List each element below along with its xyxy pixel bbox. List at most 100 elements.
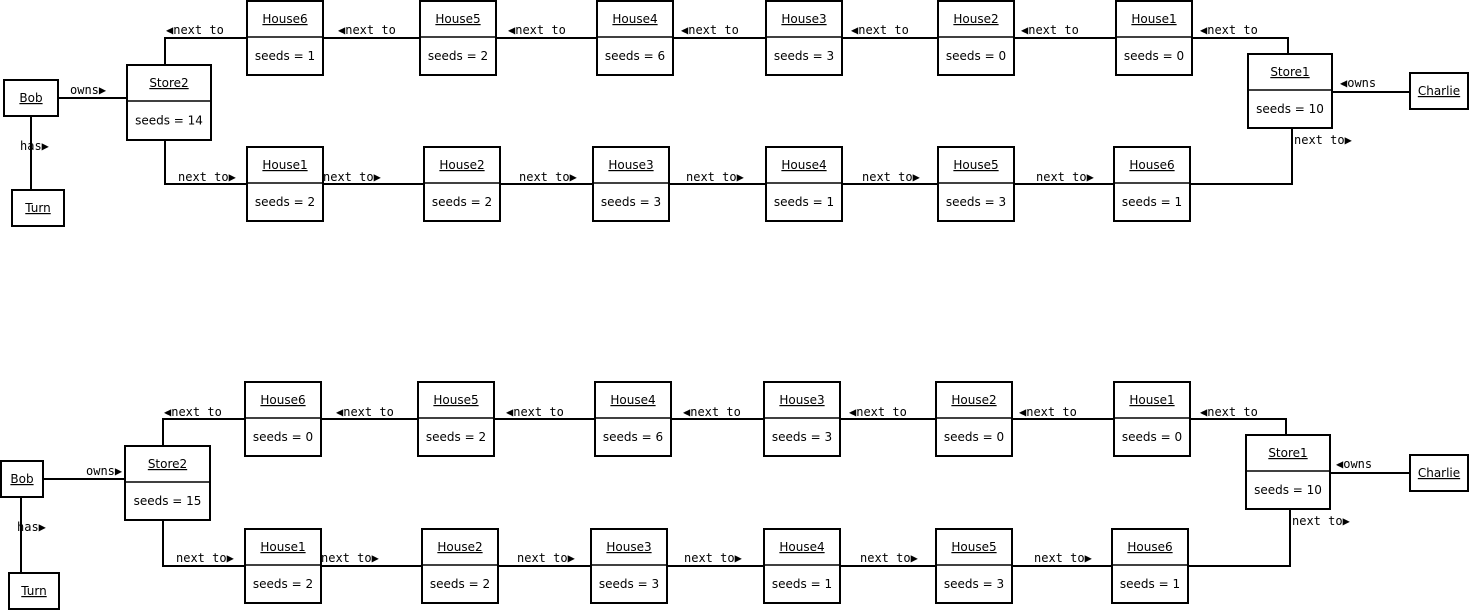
bottom-house-6-frame bbox=[1113, 146, 1191, 222]
top-house-3-title: House4 bbox=[612, 12, 657, 26]
bottom-house-5-attribute: seeds = 3 bbox=[946, 195, 1006, 209]
bottom-house-3-frame bbox=[590, 528, 668, 604]
next-to-label-bottom-5: next to▶ bbox=[860, 551, 919, 565]
top-house-2-frame bbox=[417, 381, 495, 457]
top-house-4-attribute: seeds = 3 bbox=[774, 49, 834, 63]
bottom-house-6: House6 seeds = 1 bbox=[1113, 146, 1191, 222]
top-house-1-title: House6 bbox=[260, 393, 305, 407]
store2-object: Store2 seeds = 15 bbox=[124, 445, 211, 521]
store1-object-title: Store1 bbox=[1268, 446, 1307, 460]
player-bob: Bob bbox=[3, 79, 59, 117]
bottom-house-4-frame bbox=[765, 146, 843, 222]
bottom-house-5-title: House5 bbox=[953, 158, 998, 172]
top-house-1-frame bbox=[246, 0, 324, 76]
owns-label-right: ◀owns bbox=[1340, 76, 1376, 90]
next-to-label-top-6: ◀next to bbox=[1019, 405, 1077, 419]
next-to-label-top-4: ◀next to bbox=[683, 405, 741, 419]
next-to-label-bottom-2: next to▶ bbox=[321, 551, 380, 565]
store2-object-title: Store2 bbox=[148, 457, 187, 471]
bottom-house-1-title: House1 bbox=[260, 540, 305, 554]
player-bob-label: Bob bbox=[10, 472, 33, 486]
top-house-3-frame bbox=[594, 381, 672, 457]
bottom-house-3-title: House3 bbox=[608, 158, 653, 172]
top-house-6-title: House1 bbox=[1129, 393, 1174, 407]
owns-label-right: ◀owns bbox=[1336, 457, 1372, 471]
player-bob-frame bbox=[3, 79, 59, 117]
next-to-label-top-4: ◀next to bbox=[681, 23, 739, 37]
bottom-house-3-attribute: seeds = 3 bbox=[599, 577, 659, 591]
top-house-3: House4 seeds = 6 bbox=[596, 0, 674, 76]
bottom-house-5-frame bbox=[935, 528, 1013, 604]
next-to-label-top-7: ◀next to bbox=[1200, 23, 1258, 37]
next-to-label-bottom-3: next to▶ bbox=[519, 170, 578, 184]
top-house-4-frame bbox=[763, 381, 841, 457]
top-house-2-attribute: seeds = 2 bbox=[426, 430, 486, 444]
store1-object-frame bbox=[1245, 434, 1331, 510]
bottom-house-2-title: House2 bbox=[439, 158, 484, 172]
next-to-label-bottom-1: next to▶ bbox=[178, 170, 237, 184]
top-house-2-title: House5 bbox=[435, 12, 480, 26]
top-house-1-frame bbox=[244, 381, 322, 457]
top-house-5-attribute: seeds = 0 bbox=[944, 430, 1004, 444]
player-charlie: Charlie bbox=[1409, 72, 1469, 110]
next-to-label-top-2: ◀next to bbox=[336, 405, 394, 419]
owns-label-left: owns▶ bbox=[86, 464, 123, 478]
bottom-house-5-attribute: seeds = 3 bbox=[944, 577, 1004, 591]
has-label: has▶ bbox=[17, 520, 47, 534]
next-to-label-bottom-2: next to▶ bbox=[323, 170, 382, 184]
bottom-house-1-frame bbox=[246, 146, 324, 222]
next-to-label-top-3: ◀next to bbox=[508, 23, 566, 37]
bottom-house-2-frame bbox=[423, 146, 501, 222]
next-to-label-top-5: ◀next to bbox=[851, 23, 909, 37]
next-to-label-bottom-6: next to▶ bbox=[1036, 170, 1095, 184]
player-charlie-label: Charlie bbox=[1418, 84, 1460, 98]
player-charlie-label: Charlie bbox=[1418, 466, 1460, 480]
next-to-label-bottom-3: next to▶ bbox=[517, 551, 576, 565]
next-to-label-top-3: ◀next to bbox=[506, 405, 564, 419]
owns-label-left: owns▶ bbox=[70, 83, 107, 97]
store2-object-title: Store2 bbox=[149, 76, 188, 90]
top-house-4-frame bbox=[765, 0, 843, 76]
player-charlie-frame bbox=[1409, 72, 1469, 110]
bottom-house-2-title: House2 bbox=[437, 540, 482, 554]
top-house-3-attribute: seeds = 6 bbox=[605, 49, 665, 63]
next-to-label-bottom-5: next to▶ bbox=[862, 170, 921, 184]
bottom-house-4-title: House4 bbox=[781, 158, 826, 172]
top-house-5-frame bbox=[935, 381, 1013, 457]
bottom-house-3-attribute: seeds = 3 bbox=[601, 195, 661, 209]
bottom-house-6-attribute: seeds = 1 bbox=[1120, 577, 1180, 591]
player-bob-label: Bob bbox=[19, 91, 42, 105]
top-house-1-title: House6 bbox=[262, 12, 307, 26]
bottom-house-3: House3 seeds = 3 bbox=[592, 146, 670, 222]
next-to-label-top-1: ◀next to bbox=[166, 23, 224, 37]
bottom-house-4-frame bbox=[763, 528, 841, 604]
bottom-house-6-attribute: seeds = 1 bbox=[1122, 195, 1182, 209]
bottom-house-6-frame bbox=[1111, 528, 1189, 604]
next-to-label-bottom-6: next to▶ bbox=[1034, 551, 1093, 565]
next-to-label-top-7: ◀next to bbox=[1200, 405, 1258, 419]
store2-object-attribute: seeds = 15 bbox=[134, 494, 202, 508]
player-bob-frame bbox=[0, 460, 44, 498]
bottom-house-2-attribute: seeds = 2 bbox=[432, 195, 492, 209]
top-house-4-attribute: seeds = 3 bbox=[772, 430, 832, 444]
top-house-5-title: House2 bbox=[951, 393, 996, 407]
bottom-house-6-title: House6 bbox=[1129, 158, 1174, 172]
top-house-6-title: House1 bbox=[1131, 12, 1176, 26]
